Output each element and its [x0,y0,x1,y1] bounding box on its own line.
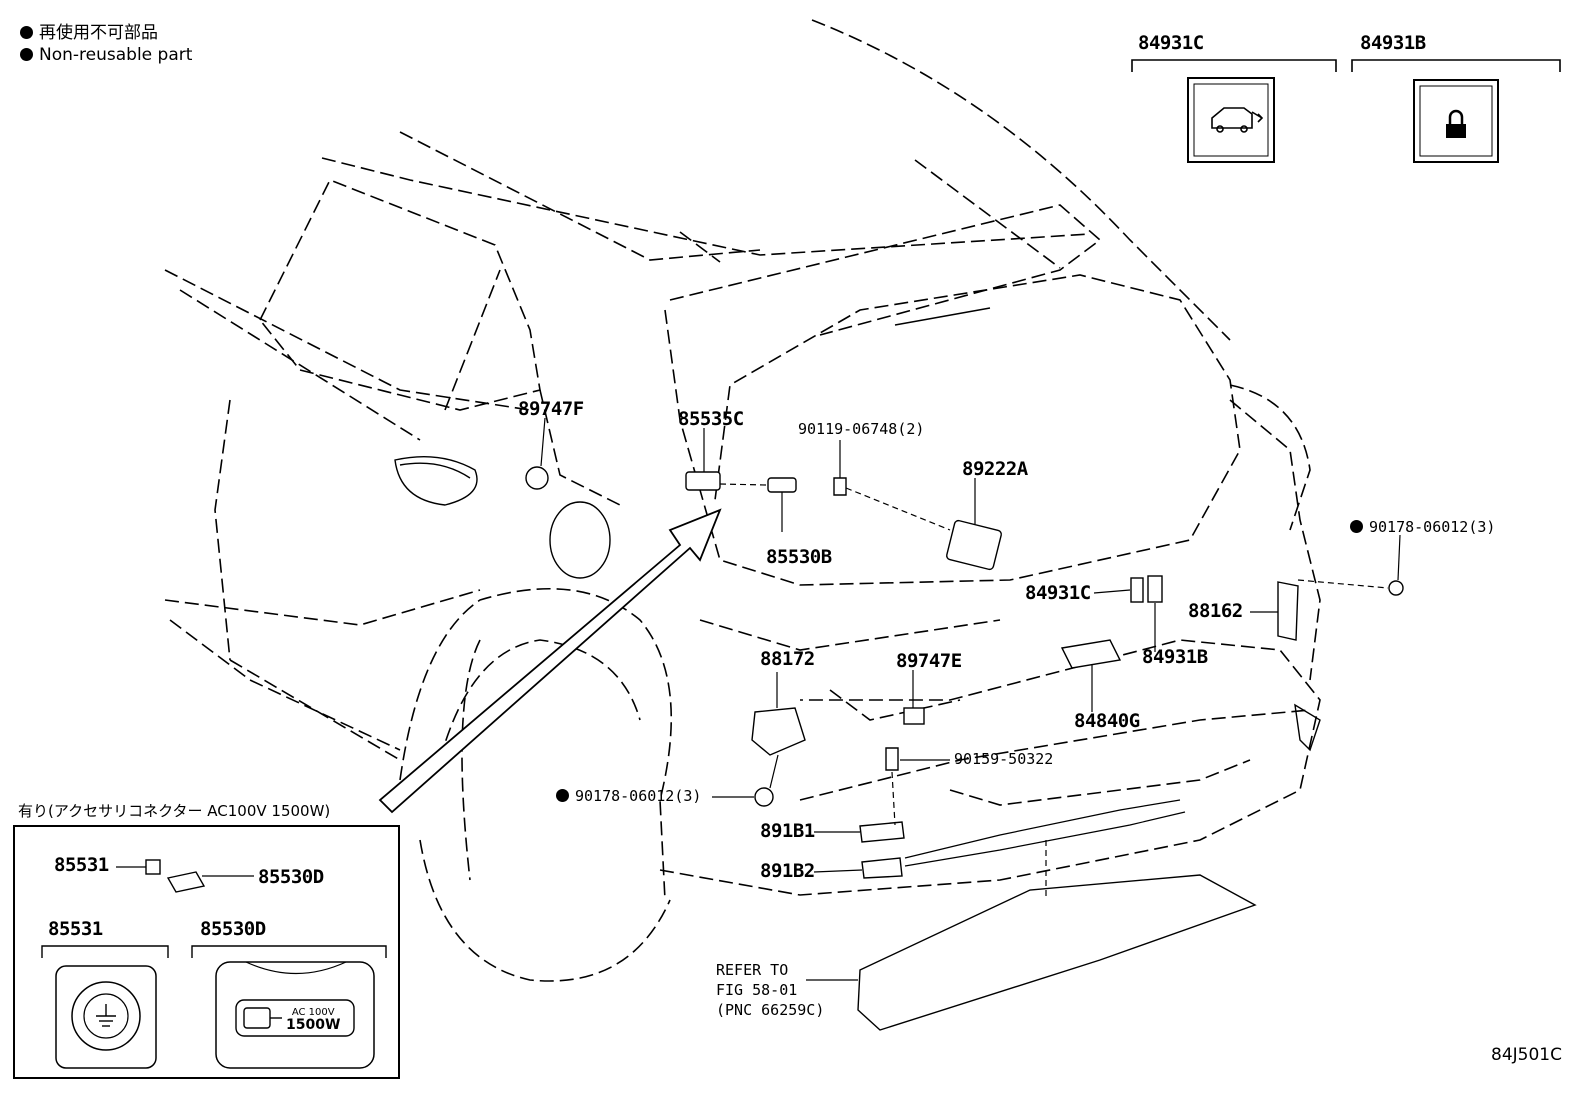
vehicle-outline [164,19,1321,982]
legend: 再使用不可部品 Non-reusable part [20,22,192,66]
lock-icon [1446,109,1466,138]
refer-note: REFER TO FIG 58-01 (PNC 66259C) [716,960,824,1020]
callout-89222A: 89222A [962,458,1028,480]
non-reusable-dot-icon [1350,520,1363,533]
callout-88162: 88162 [1188,600,1243,622]
ground-symbol-icon [96,1004,116,1027]
bracket-891B2 [861,857,903,879]
refer-line-3: (PNC 66259C) [716,1001,825,1019]
switch-84931C [1130,577,1144,603]
legend-en: Non-reusable part [39,45,193,65]
non-reusable-dot-icon [556,789,569,802]
callout-90119-06748: 90119-06748(2) [798,420,925,438]
callout-85530B: 85530B [766,546,832,568]
tailgate-switch-box [1187,77,1275,163]
connector-85535C [685,471,721,491]
inset-callout-85530D: 85530D [258,866,324,888]
undercover-66259C [857,874,1257,1031]
non-reusable-dot-icon [20,26,33,39]
vehicle-details [394,307,1321,752]
refer-line-1: REFER TO [716,961,789,979]
car-tailgate-icon [1211,107,1264,133]
callout-85535C: 85535C [678,408,744,430]
sensor-88172 [751,707,806,756]
badge-line-2: 1500W [286,1017,341,1033]
clip-90178-r [1388,580,1404,596]
power-plug-icon [243,1007,282,1029]
callout-90159-50322: 90159-50322 [954,750,1054,768]
direction-arrow [378,508,722,814]
callout-84931C-icon: 84931C [1138,32,1204,54]
parts [525,466,1404,1031]
non-reusable-dot-icon [20,48,33,61]
icon-brackets [1131,59,1561,72]
plug-89747F [525,466,549,490]
inset-label-85531: 85531 [48,918,103,940]
callout-89747E: 89747E [896,650,962,672]
inset-title: 有り(アクセサリコネクター AC100V 1500W) [18,802,331,820]
inset-label-85530D: 85530D [200,918,266,940]
module-89222A [946,519,1002,571]
refer-line-2: FIG 58-01 [716,981,798,999]
callout-90178-06012-right: 90178-06012(3) [1350,520,1495,535]
callout-891B2: 891B2 [760,860,815,882]
bracket-88162 [1277,581,1299,641]
legend-jp: 再使用不可部品 [39,23,158,43]
callout-89747F: 89747F [518,398,584,420]
callout-84931B: 84931B [1142,646,1208,668]
leader-lines [116,417,1401,981]
callout-891B1: 891B1 [760,820,815,842]
wire-harness [904,799,1186,867]
callout-90178-06012-left: 90178-06012(3) [556,789,701,804]
clip-90178-l [754,787,774,807]
inset-callout-85531: 85531 [54,854,109,876]
badge-line-1: AC 100V [291,1007,335,1018]
callout-84931B-icon: 84931B [1360,32,1426,54]
bolt-90119 [833,477,847,496]
callout-84840G: 84840G [1074,710,1140,732]
screw-90159 [885,747,899,771]
connector-85530B [767,477,797,493]
lock-switch-box [1413,79,1499,163]
power-rating-badge: AC 100V 1500W [286,1007,340,1033]
bracket-891B1 [859,821,905,843]
callout-90178-right-text: 90178-06012(3) [1369,518,1496,536]
callout-90178-left-text: 90178-06012(3) [575,787,702,805]
callout-84931C: 84931C [1025,582,1091,604]
handle-84840G [1060,639,1122,669]
plug-89747E [903,707,925,725]
figure-code: 84J501C [1491,1045,1562,1065]
accessory-connector-inset [13,825,400,1079]
switch-84931B [1147,575,1163,603]
callout-88172: 88172 [760,648,815,670]
